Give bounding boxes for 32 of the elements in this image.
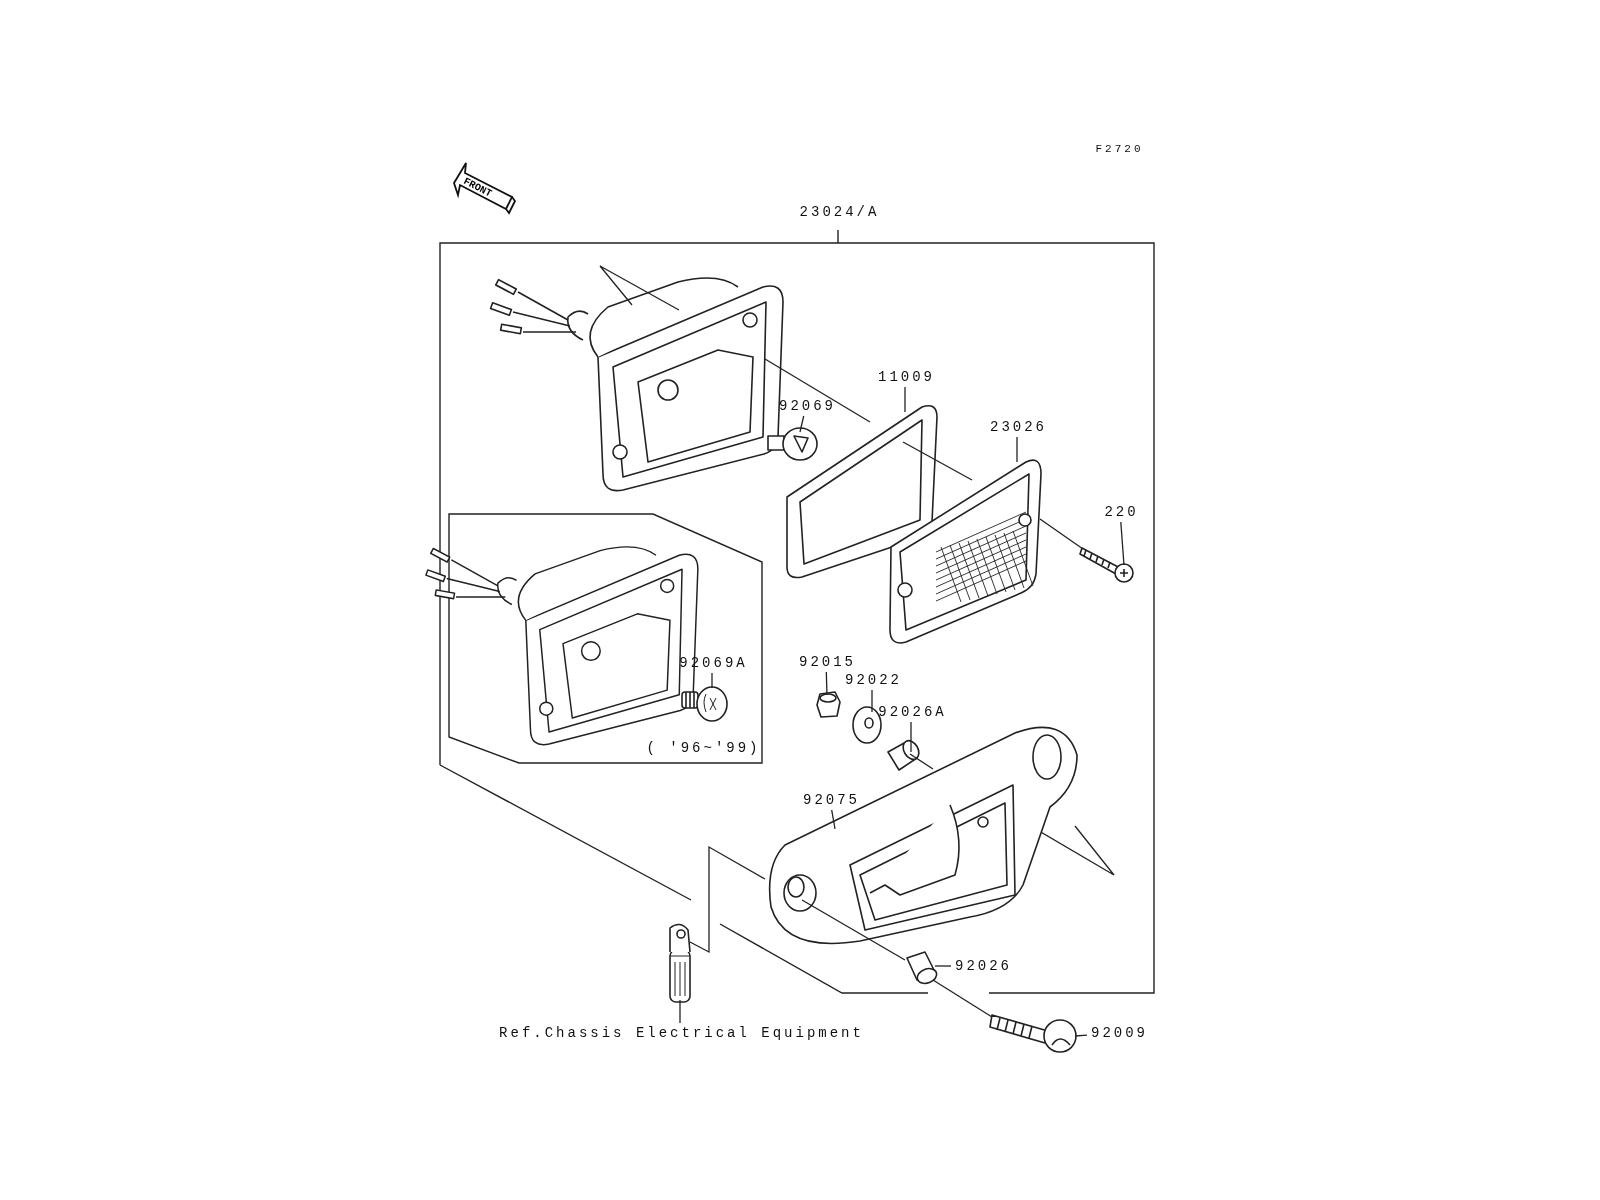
leader-line — [904, 386, 906, 413]
year-range-note: ( '96~'99) — [645, 739, 761, 757]
figure-code: F2720 — [1094, 142, 1144, 157]
callout-number: 92026 — [952, 957, 1012, 975]
assembly-line — [1039, 518, 1084, 550]
assembly-line — [909, 753, 934, 770]
assembly-line — [689, 845, 766, 954]
reference-note: Ref.Chassis Electrical Equipment — [496, 1024, 864, 1042]
callout-number: 92009 — [1088, 1024, 1148, 1042]
leader-line — [1016, 436, 1018, 463]
leader-line — [831, 809, 836, 830]
callout-number: 92026A — [875, 703, 947, 721]
leader-line — [711, 672, 713, 689]
callout-number: 23026 — [987, 418, 1047, 436]
assembly-line — [801, 899, 906, 961]
assembly-line — [902, 441, 973, 481]
leader-line — [871, 689, 873, 713]
leader-line — [825, 671, 828, 696]
callout-number: 220 — [1101, 503, 1139, 521]
assembly-line — [932, 979, 993, 1018]
callout-number: 11009 — [875, 368, 935, 386]
leader-line — [799, 415, 805, 433]
leader-line — [1120, 521, 1125, 566]
callout-number: 92069 — [776, 397, 836, 415]
part-number: 23024/A — [798, 203, 880, 221]
leader-line — [679, 999, 681, 1024]
leader-line — [934, 965, 952, 967]
leader-line — [1074, 1034, 1088, 1037]
callout-number: 92075 — [800, 791, 860, 809]
callout-number: 92022 — [842, 671, 902, 689]
leader-line — [910, 721, 912, 753]
callout-number: 92015 — [796, 653, 856, 671]
